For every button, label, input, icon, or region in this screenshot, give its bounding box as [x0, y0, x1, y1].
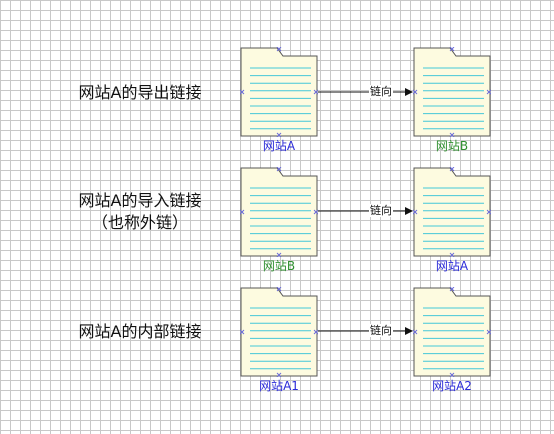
selection-handle-icon: [412, 89, 418, 95]
selection-handle-icon: [449, 46, 455, 52]
web-page-node[interactable]: [412, 46, 492, 138]
row-label-inbound: 网站A的导入链接 （也称外链）: [40, 190, 240, 234]
selection-handle-icon: [276, 166, 282, 172]
node-caption: 网站A: [262, 139, 296, 153]
selection-handle-icon: [276, 46, 282, 52]
selection-handle-icon: [486, 209, 492, 215]
row-label-internal: 网站A的内部链接: [40, 321, 240, 343]
page-body: [413, 47, 491, 137]
selection-handle-icon: [449, 286, 455, 292]
selection-handle-icon: [313, 329, 319, 335]
selection-handle-icon: [276, 132, 282, 138]
document-icon: [239, 46, 319, 138]
selection-handle-icon: [412, 209, 418, 215]
selection-handle-icon: [486, 329, 492, 335]
node-caption: 网站A2: [432, 379, 472, 393]
web-page-node[interactable]: [412, 166, 492, 258]
selection-handle-icon: [239, 89, 245, 95]
selection-handle-icon: [449, 132, 455, 138]
document-icon: [412, 286, 492, 378]
selection-handle-icon: [276, 286, 282, 292]
web-page-node[interactable]: [239, 46, 319, 138]
page-body: [413, 287, 491, 377]
selection-handle-icon: [313, 209, 319, 215]
edge-label: 链向: [369, 85, 393, 98]
page-body: [240, 167, 318, 257]
node-caption: 网站A1: [259, 379, 299, 393]
web-page-node[interactable]: [239, 286, 319, 378]
web-page-node[interactable]: [412, 286, 492, 378]
selection-handle-icon: [313, 89, 319, 95]
edge-label: 链向: [369, 324, 393, 337]
page-body: [413, 167, 491, 257]
selection-handle-icon: [239, 329, 245, 335]
node-caption: 网站B: [435, 139, 469, 153]
selection-handle-icon: [412, 329, 418, 335]
selection-handle-icon: [449, 372, 455, 378]
selection-handle-icon: [276, 252, 282, 258]
row-label-outbound: 网站A的导出链接: [40, 82, 240, 104]
page-body: [240, 47, 318, 137]
document-icon: [239, 166, 319, 258]
web-page-node[interactable]: [239, 166, 319, 258]
page-body: [240, 287, 318, 377]
document-icon: [412, 46, 492, 138]
row-label-line: 网站A的导出链接: [78, 83, 202, 102]
edge-label: 链向: [369, 204, 393, 217]
selection-handle-icon: [239, 209, 245, 215]
row-label-line: （也称外链）: [91, 213, 188, 232]
row-label-line: 网站A的导入链接: [78, 191, 202, 210]
document-icon: [412, 166, 492, 258]
selection-handle-icon: [449, 166, 455, 172]
selection-handle-icon: [486, 89, 492, 95]
node-caption: 网站A: [435, 259, 469, 273]
node-caption: 网站B: [262, 259, 296, 273]
selection-handle-icon: [276, 372, 282, 378]
document-icon: [239, 286, 319, 378]
selection-handle-icon: [449, 252, 455, 258]
row-label-line: 网站A的内部链接: [78, 322, 202, 341]
